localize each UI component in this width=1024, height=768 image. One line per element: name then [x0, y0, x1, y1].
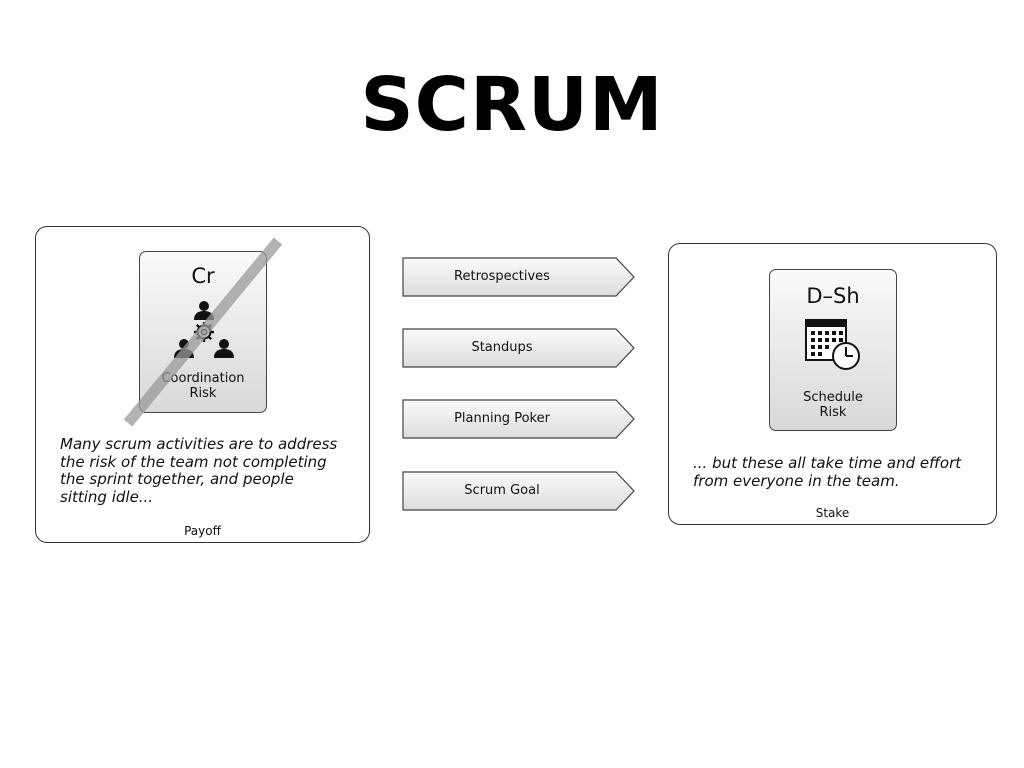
payoff-caption: Payoff	[184, 524, 221, 538]
action-label: Retrospectives	[454, 269, 550, 284]
action-label: Scrum Goal	[464, 483, 540, 498]
stake-panel: D–Sh Schedule Risk ... but these all tak…	[668, 243, 997, 525]
action-arrow-planning-poker: Planning Poker	[402, 398, 636, 440]
risk-mitigated-strike	[123, 237, 283, 427]
risk-code: D–Sh	[806, 284, 860, 308]
risk-label: Coordination Risk	[161, 371, 245, 401]
schedule-risk-card: D–Sh Schedule Risk	[769, 269, 897, 431]
action-arrow-standups: Standups	[402, 327, 636, 369]
action-label: Standups	[471, 340, 533, 355]
action-label: Planning Poker	[454, 411, 550, 426]
risk-code: Cr	[191, 264, 215, 288]
payoff-description: Many scrum activities are to address the…	[60, 435, 338, 506]
action-arrow-scrum-goal: Scrum Goal	[402, 470, 636, 512]
payoff-panel: Cr	[35, 226, 370, 543]
page-title: SCRUM	[360, 62, 664, 148]
stake-description: ... but these all take time and effort f…	[693, 454, 962, 490]
calendar-clock-icon	[805, 319, 860, 370]
stake-caption: Stake	[815, 506, 850, 520]
risk-label: Schedule Risk	[803, 390, 863, 420]
action-arrow-retrospectives: Retrospectives	[402, 256, 636, 298]
